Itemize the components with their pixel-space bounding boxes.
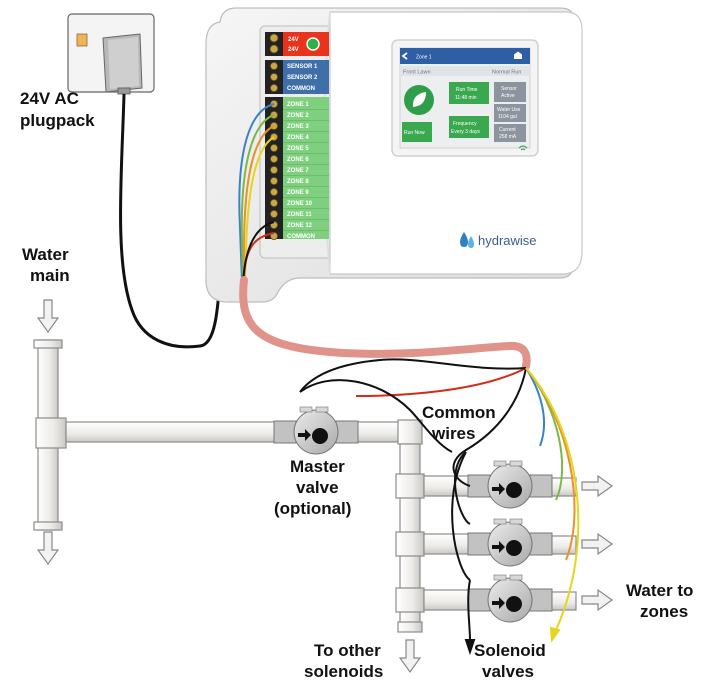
zone-terminal-block: ZONE 1 ZONE 2 ZONE 3 ZONE 4 ZONE 5 ZONE 6 ZONE… bbox=[265, 97, 329, 240]
svg-text:wires: wires bbox=[431, 424, 475, 443]
field-wires bbox=[299, 358, 580, 656]
terminal-screw bbox=[269, 165, 278, 174]
master-valve bbox=[273, 406, 359, 455]
zone-terminal-label: ZONE 5 bbox=[287, 146, 309, 152]
sensor-terminal-label: COMMON bbox=[287, 86, 315, 92]
label-master-valve: Master valve (optional) bbox=[274, 457, 351, 518]
power-terminal-block: 24V 24V bbox=[265, 32, 329, 56]
water-use-value: 1104 gal bbox=[498, 114, 517, 120]
terminal-screw bbox=[269, 187, 278, 196]
zone-terminal-label: COMMON bbox=[287, 234, 315, 240]
back-arrow-icon bbox=[401, 52, 408, 60]
run-time-value: 11:48 min bbox=[455, 95, 477, 101]
label-plugpack: 24V AC plugpack bbox=[20, 89, 95, 130]
water-use-label: Water Use bbox=[497, 107, 521, 113]
power-terminal-label: 24V bbox=[288, 37, 299, 43]
home-icon bbox=[514, 51, 522, 59]
zone-terminal-label: ZONE 4 bbox=[287, 135, 309, 141]
wifi-icon bbox=[518, 145, 528, 151]
zone-terminal-label: ZONE 11 bbox=[287, 212, 312, 218]
svg-text:Solenoid: Solenoid bbox=[474, 641, 546, 660]
svg-text:24V AC: 24V AC bbox=[20, 89, 79, 108]
sensor-label: Sensor bbox=[501, 86, 517, 92]
power-terminal-label: 24V bbox=[288, 47, 299, 53]
svg-text:zones: zones bbox=[640, 602, 688, 621]
svg-text:Water: Water bbox=[22, 245, 69, 264]
label-solenoid-valves: Solenoid valves bbox=[474, 641, 546, 681]
multicore-cable bbox=[239, 276, 531, 370]
current-value: 258 mA bbox=[499, 134, 517, 140]
frequency-value: Every 3 days bbox=[451, 129, 480, 135]
terminal-screw bbox=[269, 176, 278, 185]
sensor-terminal-block: SENSOR 1 SENSOR 2 COMMON bbox=[265, 60, 329, 94]
zone-terminal-label: ZONE 7 bbox=[287, 168, 309, 174]
controller-wires bbox=[238, 103, 275, 283]
zone-terminal-label: ZONE 1 bbox=[287, 102, 309, 108]
screen-run-type: Normal Run bbox=[492, 70, 521, 76]
zone-terminal-label: ZONE 6 bbox=[287, 157, 309, 163]
label-to-other-solenoids: To other solenoids bbox=[304, 641, 383, 681]
sensor-terminal-label: SENSOR 1 bbox=[287, 64, 318, 70]
zone-terminal-label: ZONE 2 bbox=[287, 113, 309, 119]
flow-arrows bbox=[36, 299, 614, 674]
hydrawise-logo: hydrawise bbox=[460, 232, 537, 248]
screen-zone-name: Front Lawn bbox=[403, 70, 431, 76]
frequency-tile bbox=[449, 116, 489, 138]
solenoid-valve bbox=[467, 460, 553, 509]
current-tile bbox=[494, 124, 526, 142]
svg-text:Water to: Water to bbox=[626, 581, 693, 600]
plugpack-adapter bbox=[102, 33, 143, 95]
svg-text:Master: Master bbox=[290, 457, 345, 476]
sensor-terminal-label: SENSOR 2 bbox=[287, 75, 318, 81]
controller-screen: Zone 1 Front Lawn Normal Run Run Now Run… bbox=[391, 39, 539, 157]
svg-text:plugpack: plugpack bbox=[20, 111, 95, 130]
run-time-label: Run Time bbox=[456, 87, 478, 93]
water-use-tile bbox=[494, 104, 526, 122]
zone-terminal-label: ZONE 8 bbox=[287, 179, 309, 185]
valves bbox=[273, 406, 553, 623]
svg-text:solenoids: solenoids bbox=[304, 662, 383, 681]
run-time-tile bbox=[449, 82, 489, 104]
label-common-wires: Common wires bbox=[422, 403, 496, 443]
zone-terminal-label: ZONE 10 bbox=[287, 201, 313, 207]
zone-terminal-label: ZONE 3 bbox=[287, 124, 309, 130]
run-now-button[interactable] bbox=[402, 122, 432, 142]
svg-text:valves: valves bbox=[482, 662, 534, 681]
label-water-main: Water main bbox=[22, 245, 70, 285]
svg-text:(optional): (optional) bbox=[274, 499, 351, 518]
terminal-screw bbox=[269, 209, 278, 218]
screen-title: Zone 1 bbox=[416, 55, 432, 61]
label-water-to-zones: Water to zones bbox=[626, 581, 693, 621]
terminal-screw bbox=[269, 198, 278, 207]
svg-text:main: main bbox=[30, 266, 70, 285]
current-label: Current bbox=[499, 127, 516, 133]
run-now-label: Run Now bbox=[404, 130, 425, 136]
zone-terminal-label: ZONE 9 bbox=[287, 190, 309, 196]
solenoid-valve bbox=[467, 518, 553, 567]
brand-name: hydrawise bbox=[478, 233, 537, 248]
frequency-label: Frequency bbox=[453, 121, 477, 127]
terminal-screw bbox=[269, 143, 278, 152]
sensor-tile bbox=[494, 82, 526, 102]
terminal-screw bbox=[269, 154, 278, 163]
zone-terminal-label: ZONE 12 bbox=[287, 223, 313, 229]
sensor-value: Active bbox=[501, 93, 515, 99]
svg-text:Common: Common bbox=[422, 403, 496, 422]
svg-text:valve: valve bbox=[296, 478, 339, 497]
svg-text:To other: To other bbox=[314, 641, 381, 660]
solenoid-valve bbox=[467, 574, 553, 623]
